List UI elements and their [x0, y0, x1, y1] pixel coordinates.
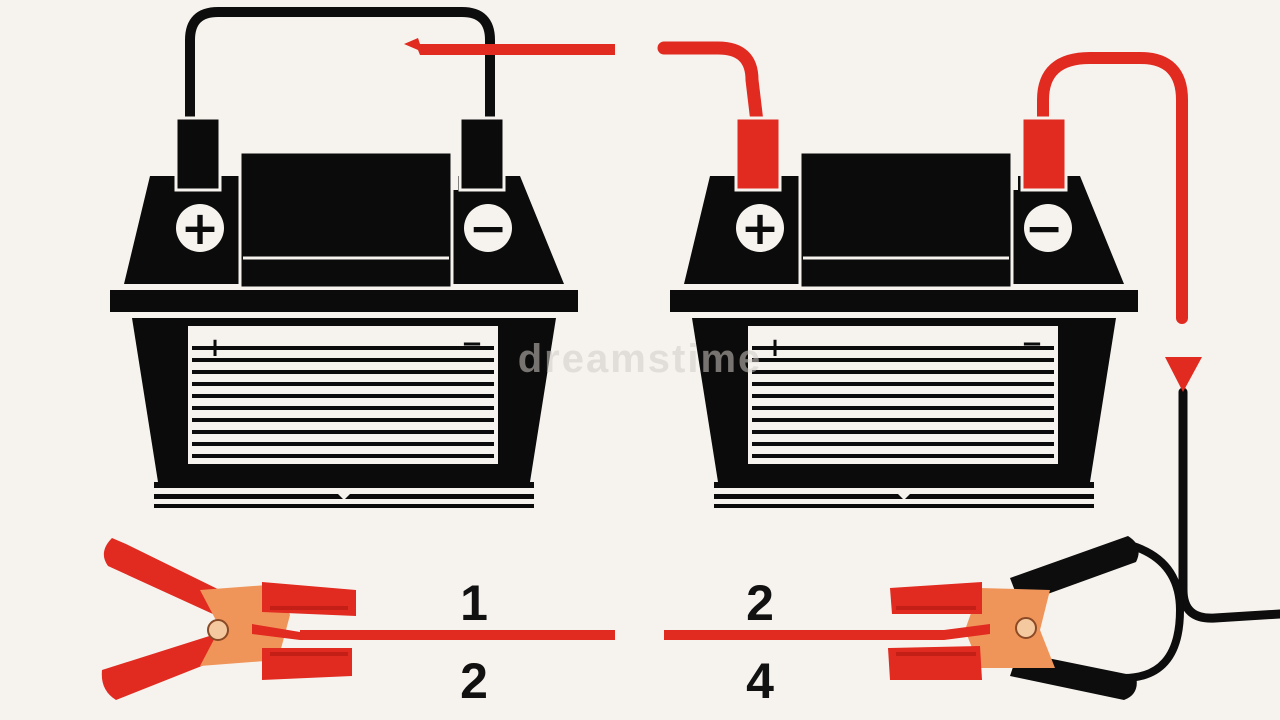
- battery-left-negative-post: [458, 116, 506, 192]
- battery-right: + − + −: [668, 116, 1140, 510]
- arrow-down-icon: [1165, 357, 1202, 392]
- bottom-cables: [300, 630, 944, 640]
- battery-right-negative-post: [1020, 116, 1068, 192]
- jumper-clamp-icon: [888, 536, 1139, 700]
- black-loop-cable: [185, 7, 495, 130]
- battery-left-negative-symbol: −: [469, 201, 508, 255]
- battery-right-label-positive: +: [764, 333, 786, 363]
- step-label-right-top: 2: [746, 575, 774, 631]
- battery-left-label-negative: −: [461, 329, 483, 359]
- red-cable-bottom-left: [300, 630, 615, 640]
- red-cable-right-side: [1037, 52, 1188, 324]
- step-label-right-bottom: 4: [746, 653, 774, 709]
- black-cable-right-side: [1178, 387, 1280, 623]
- jumper-clamp-icon: [101, 538, 356, 700]
- battery-left-label-positive: +: [204, 333, 226, 363]
- battery-right-positive-symbol: +: [741, 201, 780, 255]
- red-cable-bottom-right: [664, 630, 944, 640]
- battery-left-positive-post: [174, 116, 222, 192]
- battery-right-negative-symbol: −: [1025, 201, 1064, 255]
- step-label-left-bottom: 2: [460, 653, 488, 709]
- red-cable-top-right: [657, 41, 764, 129]
- step-label-left-top: 1: [460, 575, 488, 631]
- battery-left: + − + −: [108, 116, 580, 510]
- cables: [185, 7, 1280, 683]
- black-cable-clamp-loop: [1119, 541, 1185, 683]
- battery-right-label-negative: −: [1021, 329, 1043, 359]
- battery-right-positive-post: [734, 116, 782, 192]
- watermark-text: dreamstime: [518, 337, 763, 381]
- red-cable-top-left: [404, 38, 615, 55]
- battery-left-positive-symbol: +: [181, 201, 220, 255]
